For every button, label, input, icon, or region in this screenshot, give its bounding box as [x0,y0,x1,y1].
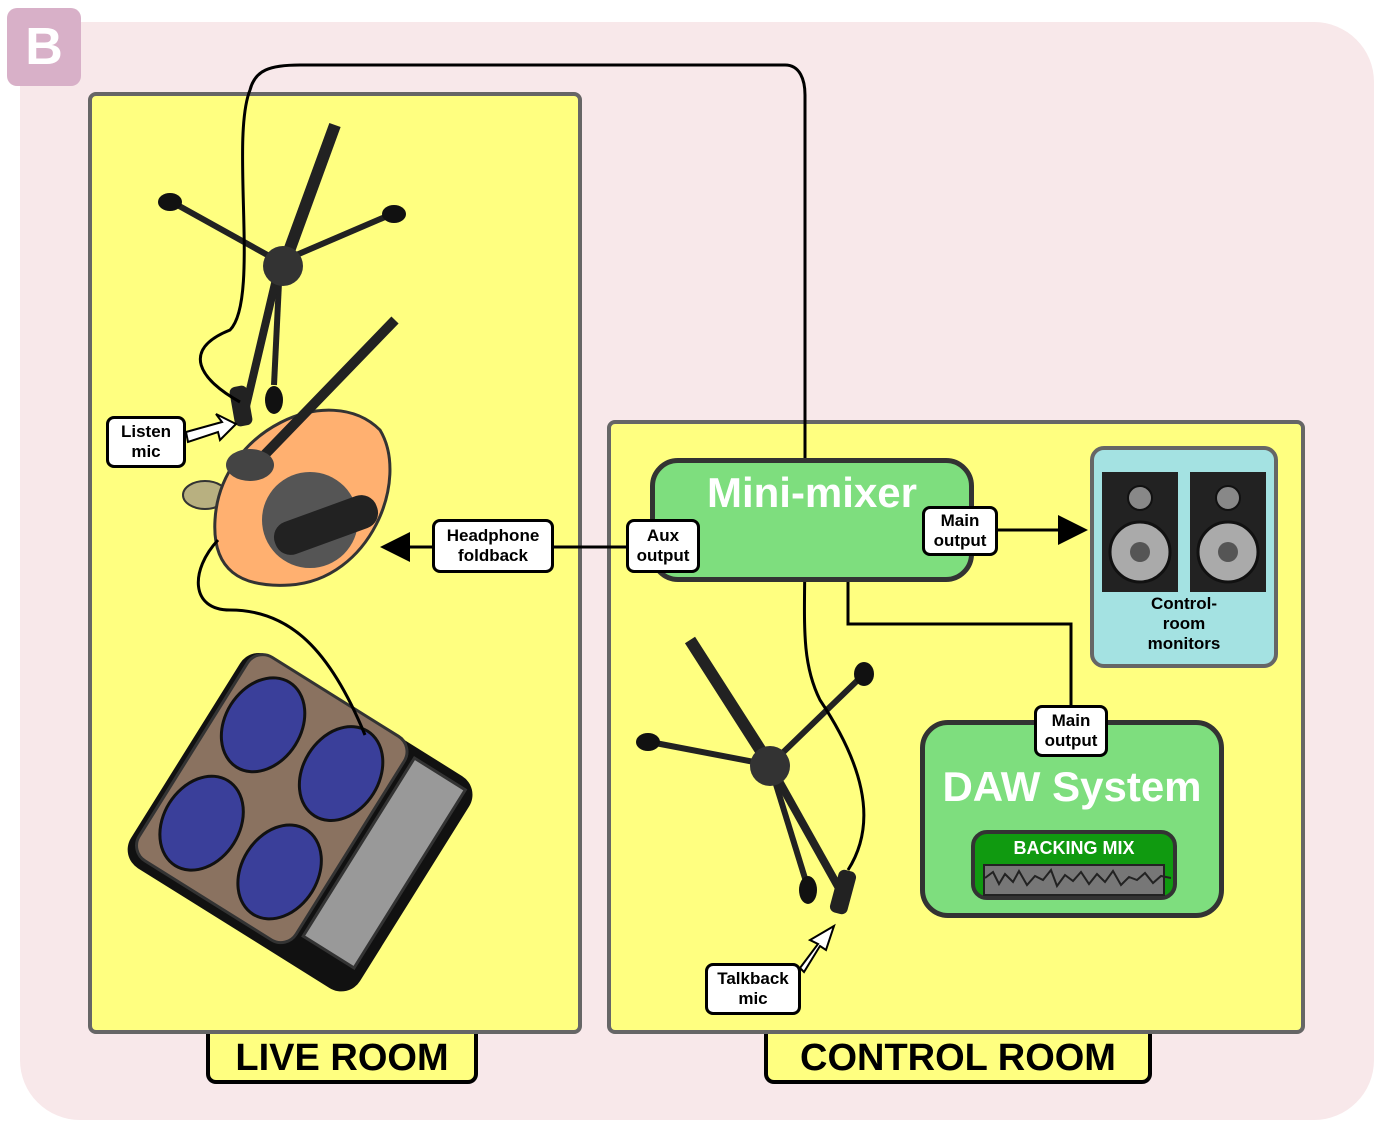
talkback-mic-pointer [798,923,836,974]
headphone-foldback-label: Headphone foldback [432,519,554,573]
mixer-main-output-label: Main output [922,506,998,556]
talkback-mic-label: Talkback mic [705,963,801,1015]
talkback-mic-cable [802,539,866,871]
speaker-icon [1102,472,1266,592]
live-room-label: LIVE ROOM [206,1034,478,1084]
daw-main-output-label: Main output [1034,705,1108,757]
daw-system-title: DAW System [942,763,1202,810]
listen-mic-label: Listen mic [106,416,186,468]
guitar-cable [196,538,367,736]
backing-mix-panel: BACKING MIX [971,830,1177,900]
guitarist-icon [182,316,399,587]
backing-mix-title: BACKING MIX [1013,838,1135,858]
mini-mixer: Mini-mixer [650,458,974,582]
listen-mic-stand-icon [158,122,406,427]
monitors-label: Control- room monitors [1147,594,1221,653]
listen-mic-cable [198,63,924,535]
figure-badge: B [7,8,81,86]
control-room-monitors: Control- room monitors [1090,446,1278,668]
listen-mic-pointer [184,413,238,444]
mini-mixer-title: Mini-mixer [706,469,918,516]
control-room-label: CONTROL ROOM [764,1034,1152,1084]
waveform-icon [983,864,1172,896]
aux-output-label: Aux output [626,519,700,573]
guitar-amp-icon [127,652,473,992]
talkback-mic-stand-icon [636,636,874,915]
daw-return-line [846,540,1073,705]
